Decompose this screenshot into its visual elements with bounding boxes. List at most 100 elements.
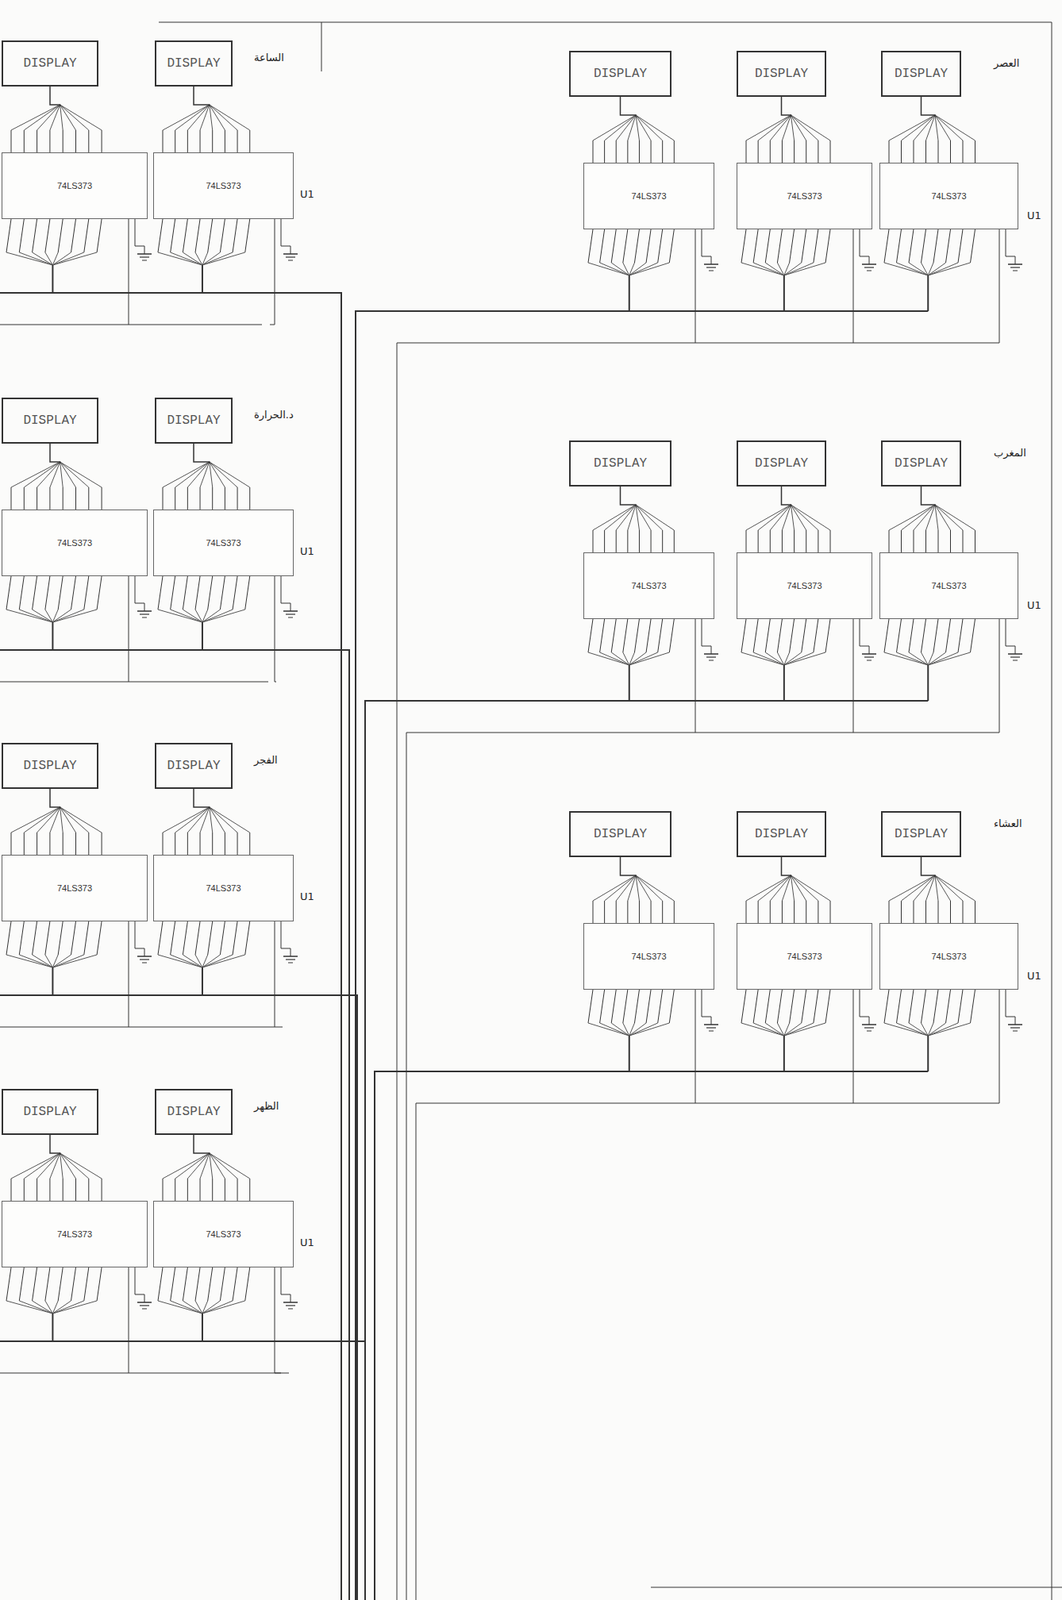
wire [869,1016,870,1025]
display-bus [50,788,61,809]
wire [157,1300,203,1314]
wire [162,1153,210,1179]
wire [36,130,38,153]
wire [793,140,795,163]
wire [970,989,976,1024]
wire [128,1267,130,1303]
wire [935,115,951,141]
wire [57,219,63,253]
wire [695,989,697,1025]
wire [237,1178,239,1201]
bus-wire [0,994,203,997]
wire [888,504,936,531]
latch-chip: 74LS373 [736,552,873,620]
wire [789,229,795,263]
wire [50,104,61,131]
wire [249,832,251,855]
wire [817,900,819,924]
wire [701,619,703,647]
wire [921,989,927,1024]
wire [1008,1023,1023,1026]
wire [283,1301,298,1304]
wire [859,619,861,647]
part-ref: U1 [298,1236,316,1249]
display-label: DISPLAY [23,1104,77,1120]
wire [70,921,76,955]
latch-chip: 74LS373 [1,509,148,577]
wire [758,140,759,163]
wire [695,229,697,265]
wire [88,487,89,510]
wire [635,504,674,531]
wire [629,1023,658,1036]
wire [888,530,890,553]
wire [946,989,951,1024]
display-label: DISPLAY [23,758,77,774]
wire [921,652,929,666]
latch-chip: 74LS373 [153,1200,294,1268]
wire [657,229,663,263]
wire [209,1153,226,1179]
wire [174,130,176,153]
wire [232,921,238,955]
wire [50,461,61,488]
latch-chip: 74LS373 [583,162,715,230]
wire [274,611,276,682]
wire [805,530,807,553]
wire [753,1023,785,1036]
display-box: DISPLAY [154,397,233,444]
chip-name: 74LS373 [631,951,666,962]
wire [950,140,951,163]
wire [790,115,818,141]
wire [765,1023,785,1036]
wire [57,1267,63,1301]
wire [817,140,819,163]
wire [627,504,636,531]
wire [96,921,102,955]
wire [958,989,963,1024]
chip-name: 74LS373 [205,538,241,548]
wire [84,921,89,955]
wire [588,229,593,263]
wire [200,832,201,855]
wire [974,140,976,163]
wire [927,1023,959,1036]
wire [758,530,759,553]
wire [970,229,976,263]
wire [88,1178,89,1201]
wire [789,989,795,1024]
wire [592,504,636,531]
wire [646,619,651,653]
display-box: DISPLAY [736,811,827,858]
wire [938,900,939,924]
wire [162,487,164,510]
wire [232,219,238,253]
wire [704,263,719,266]
wire [765,619,770,653]
display-label: DISPLAY [166,758,220,774]
bus-wire [0,1340,203,1343]
wire [290,948,292,957]
wire [187,832,189,855]
wire [704,1023,719,1026]
wire [202,1300,233,1314]
wire [219,921,225,955]
wire [60,1153,77,1179]
wire [101,1178,103,1201]
part-ref: U1 [1025,599,1043,612]
wire [170,252,203,266]
wire [695,619,697,655]
wire [175,104,210,131]
wire [859,1016,870,1018]
wire [1005,989,1007,1017]
wire [769,504,791,531]
wire [137,1301,152,1304]
bus-wire [51,967,54,996]
wire [935,875,963,901]
wire [825,229,831,263]
wire [777,989,782,1024]
wire [588,652,630,666]
latch-chip: 74LS373 [879,162,1019,230]
wire [202,954,246,968]
wire [781,115,791,141]
